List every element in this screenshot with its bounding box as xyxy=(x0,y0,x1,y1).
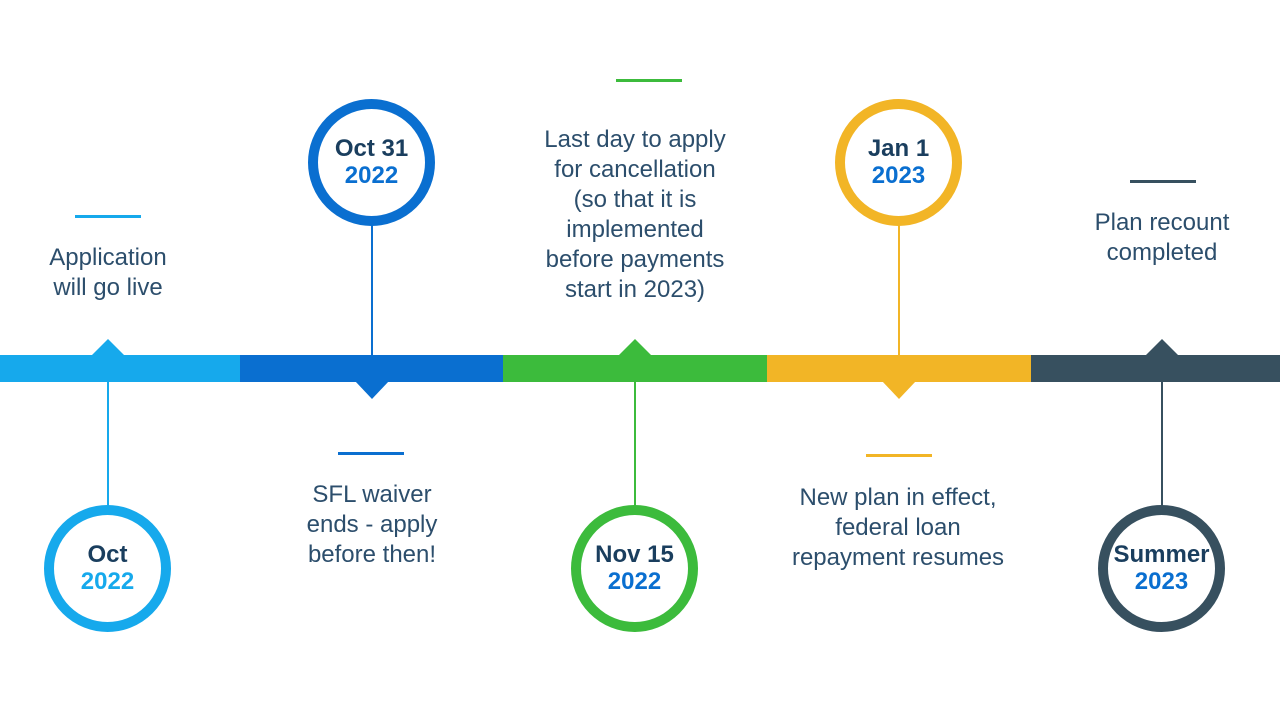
date-circle-year: 2022 xyxy=(344,161,399,189)
connector-line-5 xyxy=(1161,382,1163,514)
accent-dash-3 xyxy=(616,79,682,82)
description-line: SFL waiver xyxy=(312,481,432,508)
timeline-segment-3 xyxy=(503,355,767,382)
description-line: Last day to apply xyxy=(544,126,726,153)
date-circle-year: 2023 xyxy=(871,161,926,189)
milestone-description-2: SFL waiver ends - apply before then! xyxy=(262,480,482,570)
description-line: (so that it is xyxy=(573,186,697,213)
description-line: Plan recount xyxy=(1094,209,1230,236)
date-circle-5: Summer 2023 xyxy=(1098,505,1225,632)
connector-line-4 xyxy=(898,224,900,355)
date-circle-2: Oct 31 2022 xyxy=(308,99,435,226)
description-line: start in 2023) xyxy=(564,276,706,303)
accent-dash-2 xyxy=(338,452,404,455)
timeline-marker-2 xyxy=(355,381,389,399)
milestone-description-1: Application will go live xyxy=(8,243,208,303)
connector-line-2 xyxy=(371,224,373,355)
description-line: federal loan xyxy=(835,514,961,541)
timeline-marker-5 xyxy=(1145,339,1179,356)
timeline-segment-1 xyxy=(0,355,240,382)
description-line: before then! xyxy=(307,541,437,568)
date-circle-4: Jan 1 2023 xyxy=(835,99,962,226)
date-circle-year: 2022 xyxy=(607,567,662,595)
description-line: implemented xyxy=(566,216,704,243)
date-circle-3: Nov 15 2022 xyxy=(571,505,698,632)
accent-dash-5 xyxy=(1130,180,1196,183)
date-circle-label: Oct xyxy=(87,541,128,569)
accent-dash-1 xyxy=(75,215,141,218)
timeline-segment-4 xyxy=(767,355,1031,382)
date-circle-label: Oct 31 xyxy=(334,135,409,163)
date-circle-year: 2022 xyxy=(80,567,135,595)
connector-line-1 xyxy=(107,382,109,514)
timeline-segment-5 xyxy=(1031,355,1280,382)
timeline-marker-4 xyxy=(882,381,916,399)
description-line: ends - apply xyxy=(306,511,438,538)
timeline-marker-3 xyxy=(618,339,652,356)
timeline-marker-1 xyxy=(91,339,125,356)
description-line: Application xyxy=(49,244,167,271)
description-line: completed xyxy=(1106,239,1218,266)
description-line: New plan in effect, xyxy=(799,484,997,511)
description-line: for cancellation xyxy=(554,156,716,183)
date-circle-label: Nov 15 xyxy=(595,541,674,569)
description-line: repayment resumes xyxy=(791,544,1005,571)
accent-dash-4 xyxy=(866,454,932,457)
description-line: will go live xyxy=(53,274,163,301)
timeline-segment-2 xyxy=(240,355,503,382)
date-circle-1: Oct 2022 xyxy=(44,505,171,632)
milestone-description-5: Plan recount completed xyxy=(1062,208,1262,268)
date-circle-year: 2023 xyxy=(1134,567,1189,595)
milestone-description-4: New plan in effect, federal loan repayme… xyxy=(768,483,1028,573)
date-circle-label: Jan 1 xyxy=(867,135,930,163)
connector-line-3 xyxy=(634,382,636,514)
date-circle-label: Summer xyxy=(1113,541,1210,569)
milestone-description-3: Last day to apply for cancellation (so t… xyxy=(515,125,755,305)
description-line: before payments xyxy=(545,246,725,273)
